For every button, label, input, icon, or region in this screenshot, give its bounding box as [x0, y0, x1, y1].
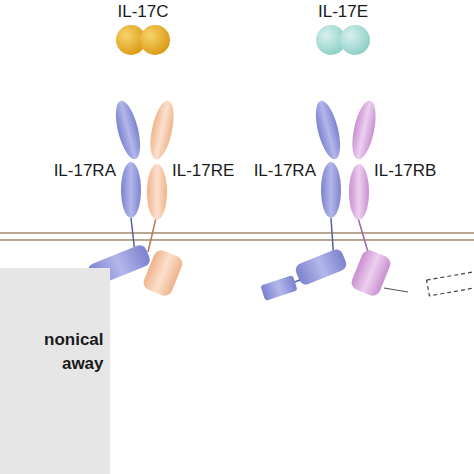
protein-label: IL-17RA: [54, 161, 116, 181]
protein-label: IL-17E: [318, 2, 368, 22]
pathway-title: nonical away: [44, 328, 104, 376]
ligand-dimer: [116, 25, 170, 55]
ligand-dimer: [316, 25, 370, 55]
dashed-adaptor: [384, 271, 474, 296]
protein-label: IL-17RE: [172, 161, 234, 181]
receptor-chain: [348, 99, 393, 299]
receptor-chain: [141, 99, 185, 299]
protein-label: IL-17RB: [374, 161, 436, 181]
membrane: [0, 233, 474, 240]
receptor-chain: [260, 98, 348, 300]
protein-label: IL-17RA: [254, 161, 316, 181]
pathway-box: nonical away: [0, 268, 110, 474]
protein-label: IL-17C: [117, 2, 168, 22]
